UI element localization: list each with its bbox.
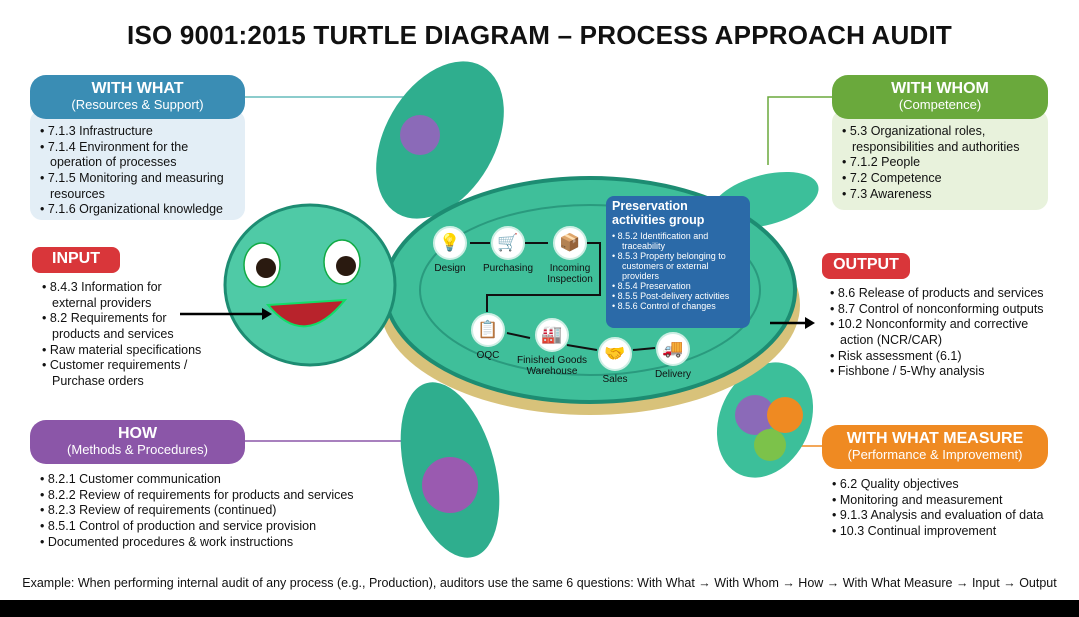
with-whom-item: 7.2 Competence <box>842 171 1038 187</box>
step-label: Incoming Inspection <box>547 263 593 285</box>
how-subtitle: (Methods & Procedures) <box>67 442 208 458</box>
output-item: 10.2 Nonconformity and corrective action… <box>830 317 1050 348</box>
preservation-item: 8.5.5 Post-delivery activities <box>612 291 744 301</box>
preservation-group: Preservation activities group 8.5.2 Iden… <box>606 196 750 328</box>
checklist-gear-icon: 📋 <box>471 313 505 347</box>
how-header: HOW (Methods & Procedures) <box>30 420 245 464</box>
preservation-item: 8.5.6 Control of changes <box>612 301 744 311</box>
with-what-measure-header: WITH WHAT MEASURE (Performance & Improve… <box>822 425 1048 469</box>
preservation-item: 8.5.3 Property belonging to customers or… <box>612 251 744 281</box>
step-label: OQC <box>476 350 500 361</box>
output-body: 8.6 Release of products and services 8.7… <box>820 280 1060 386</box>
with-whom-header: WITH WHOM (Competence) <box>832 75 1048 119</box>
with-what-measure-subtitle: (Performance & Improvement) <box>847 447 1023 463</box>
input-item: 8.4.3 Information for external providers <box>42 280 202 311</box>
how-item: 8.2.1 Customer communication <box>40 472 380 488</box>
how-item: 8.2.3 Review of requirements (continued) <box>40 503 380 519</box>
with-what-item: 7.1.4 Environment for the operation of p… <box>40 140 235 171</box>
with-what-measure-item: 6.2 Quality objectives <box>832 477 1052 493</box>
lightbulb-icon: 💡 <box>433 226 467 260</box>
step-label: Finished Goods Warehouse <box>516 355 588 377</box>
input-item: Raw material specifications <box>42 343 202 359</box>
with-whom-subtitle: (Competence) <box>898 97 982 113</box>
process-step-sales: 🤝 Sales <box>575 337 655 385</box>
with-what-item: 7.1.3 Infrastructure <box>40 124 235 140</box>
input-body: 8.4.3 Information for external providers… <box>32 274 212 395</box>
output-item: 8.6 Release of products and services <box>830 286 1050 302</box>
cart-icon: 🛒 <box>491 226 525 260</box>
bottom-bar <box>0 600 1079 617</box>
with-whom-item: 7.1.2 People <box>842 155 1038 171</box>
with-whom-body: 5.3 Organizational roles, responsibiliti… <box>832 110 1048 210</box>
preservation-item: 8.5.2 Identification and traceability <box>612 231 744 251</box>
how-item: 8.5.1 Control of production and service … <box>40 519 380 535</box>
handshake-icon: 🤝 <box>598 337 632 371</box>
warehouse-icon: 🏭 <box>535 318 569 352</box>
how-item: Documented procedures & work instruction… <box>40 535 380 551</box>
process-step-oqc: 📋 OQC <box>448 313 528 361</box>
preservation-item: 8.5.4 Preservation <box>612 281 744 291</box>
with-whom-item: 7.3 Awareness <box>842 187 1038 203</box>
with-what-measure-item: 9.1.3 Analysis and evaluation of data <box>832 508 1052 524</box>
with-what-body: 7.1.3 Infrastructure 7.1.4 Environment f… <box>30 110 245 220</box>
truck-icon: 🚚 <box>656 332 690 366</box>
box-search-icon: 📦 <box>553 226 587 260</box>
output-item: Fishbone / 5-Why analysis <box>830 364 1050 380</box>
footer-note: Example: When performing internal audit … <box>22 576 1057 590</box>
input-header: INPUT <box>32 247 120 273</box>
with-what-measure-body: 6.2 Quality objectives Monitoring and me… <box>822 471 1062 546</box>
with-what-measure-item: Monitoring and measurement <box>832 493 1052 509</box>
with-what-header: WITH WHAT (Resources & Support) <box>30 75 245 119</box>
preservation-title: Preservation activities group <box>612 199 705 227</box>
process-step-delivery: 🚚 Delivery <box>633 332 713 380</box>
step-label: Delivery <box>654 369 692 380</box>
with-whom-item: 5.3 Organizational roles, responsibiliti… <box>842 124 1038 155</box>
with-whom-heading: WITH WHOM <box>891 80 989 97</box>
output-heading: OUTPUT <box>833 256 899 273</box>
with-what-heading: WITH WHAT <box>91 80 184 97</box>
how-body: 8.2.1 Customer communication 8.2.2 Revie… <box>30 466 390 556</box>
process-step-incoming-inspection: 📦 Incoming Inspection <box>530 226 610 285</box>
input-heading: INPUT <box>52 250 100 267</box>
input-item: 8.2 Requirements for products and servic… <box>42 311 202 342</box>
step-label: Purchasing <box>482 263 534 274</box>
how-heading: HOW <box>117 425 158 442</box>
step-label: Design <box>434 263 466 274</box>
page-title: ISO 9001:2015 TURTLE DIAGRAM – PROCESS A… <box>127 20 952 50</box>
with-what-measure-heading: WITH WHAT MEASURE <box>846 430 1024 447</box>
with-what-item: 7.1.6 Organizational knowledge <box>40 202 235 218</box>
how-item: 8.2.2 Review of requirements for product… <box>40 488 380 504</box>
process-step-finished-goods-warehouse: 🏭 Finished Goods Warehouse <box>512 318 592 377</box>
process-step-design: 💡 Design <box>410 226 490 274</box>
with-what-item: 7.1.5 Monitoring and measuring resources <box>40 171 235 202</box>
with-what-subtitle: (Resources & Support) <box>71 97 204 113</box>
output-item: Risk assessment (6.1) <box>830 349 1050 365</box>
input-item: Customer requirements / Purchase orders <box>42 358 202 389</box>
process-step-purchasing: 🛒 Purchasing <box>468 226 548 274</box>
step-label: Sales <box>602 374 628 385</box>
output-item: 8.7 Control of nonconforming outputs <box>830 302 1050 318</box>
with-what-measure-item: 10.3 Continual improvement <box>832 524 1052 540</box>
output-header: OUTPUT <box>822 253 910 279</box>
